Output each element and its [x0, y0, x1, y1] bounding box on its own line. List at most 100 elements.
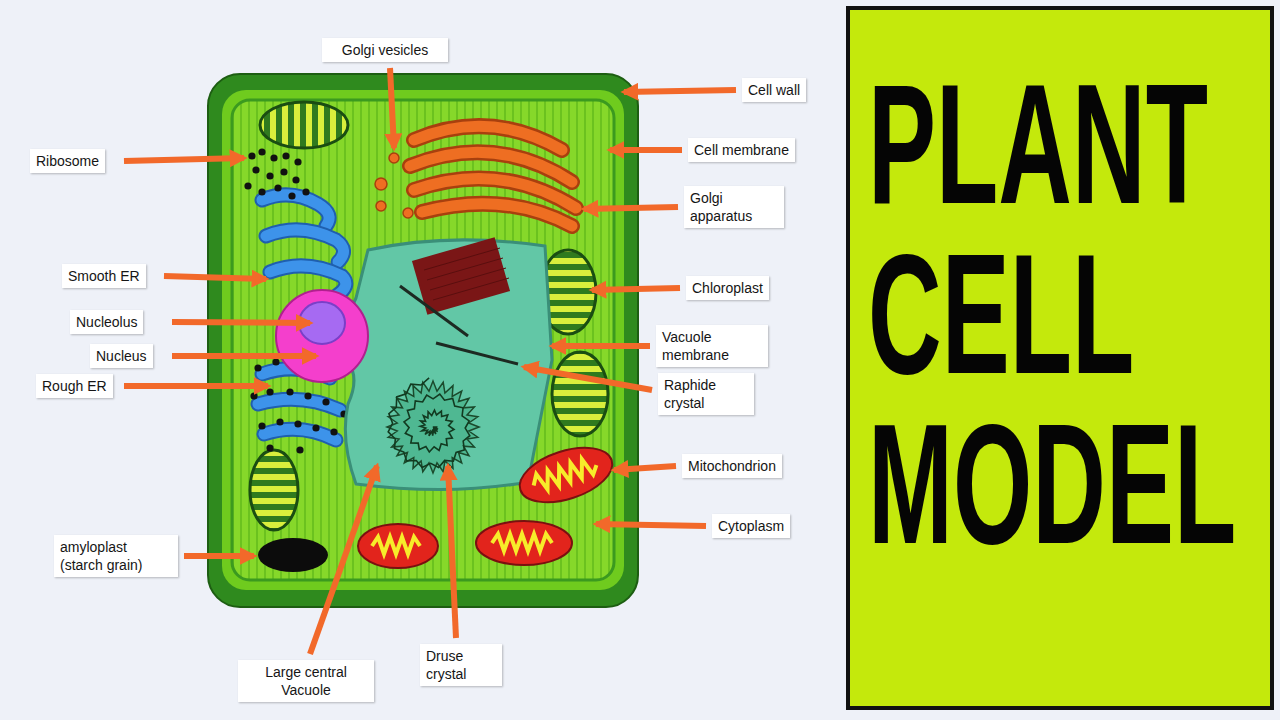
ribosome-dot	[258, 148, 265, 155]
leader-arrow	[172, 353, 316, 359]
ribosome-dot	[270, 154, 277, 161]
part-label: Chloroplast	[686, 276, 769, 300]
chloroplast	[552, 352, 608, 436]
raphide-crystal	[433, 278, 509, 300]
part-label: Large central Vacuole	[238, 660, 374, 702]
ribosome-dot	[288, 192, 295, 199]
ribosome-dot	[286, 388, 293, 395]
nucleus	[276, 290, 368, 382]
part-label: Druse crystal	[420, 644, 502, 686]
part-label: Mitochondrion	[682, 454, 782, 478]
part-label: Vacuole membrane	[656, 325, 768, 367]
ribosome-dot	[282, 152, 289, 159]
leader-arrow	[524, 367, 652, 390]
ribosome-dot	[258, 422, 265, 429]
ribosome-dot	[272, 358, 279, 365]
leader-arrow	[310, 466, 377, 654]
mitochondrion	[358, 524, 438, 568]
leader-arrow	[552, 343, 650, 349]
raphide-crystal	[400, 286, 468, 336]
raphide-crystal	[427, 258, 503, 280]
mitochondrion	[492, 534, 552, 551]
leader-arrow	[164, 276, 266, 279]
leader-arrow	[172, 322, 310, 323]
cell-wall	[208, 74, 638, 607]
ribosome-dot	[296, 446, 303, 453]
rough-er	[264, 429, 336, 440]
mitochondrion	[358, 437, 619, 568]
leader-arrow	[448, 466, 456, 638]
druse-crystal	[387, 378, 479, 473]
part-label: amyloplast (starch grain)	[54, 535, 178, 577]
smooth-er	[266, 230, 344, 262]
leader-arrow	[584, 207, 678, 209]
leader-arrow	[184, 553, 254, 559]
ribosome-dot	[248, 152, 255, 159]
leader-arrow	[124, 68, 736, 654]
mitochondrion	[372, 537, 420, 554]
ribosome-dot	[280, 168, 287, 175]
mitochondrion	[476, 521, 572, 565]
ribosome-dot	[266, 444, 273, 451]
ribosome-dot	[294, 158, 301, 165]
ribosome-dot	[276, 418, 283, 425]
ribosome-dot	[258, 188, 265, 195]
ribosome-dot	[292, 176, 299, 183]
golgi-vesicles	[403, 208, 413, 218]
ribosome-dot	[304, 392, 311, 399]
ribosome-dot	[266, 172, 273, 179]
smooth-er	[266, 230, 344, 262]
ribosome-dot	[302, 188, 309, 195]
golgi-apparatus	[422, 204, 572, 226]
amyloplast	[258, 538, 328, 572]
leader-arrow	[592, 288, 680, 290]
raphide-crystal	[412, 237, 510, 315]
chloroplast	[260, 102, 348, 148]
leader-arrow	[124, 158, 244, 161]
cytoplasm	[232, 100, 614, 580]
cytoplasm	[232, 100, 614, 580]
golgi-vesicles	[375, 153, 413, 218]
ribosome-dot	[244, 182, 251, 189]
amyloplast	[258, 538, 328, 572]
ribosome-dot	[250, 392, 257, 399]
part-label: Golgi apparatus	[684, 186, 784, 228]
ribosome-dot	[254, 364, 261, 371]
part-label: Ribosome	[30, 149, 105, 173]
leader-arrow	[124, 383, 268, 389]
golgi-vesicles	[389, 153, 399, 163]
druse-spiral	[388, 378, 470, 468]
mitochondrion	[358, 524, 438, 568]
part-label: Raphide crystal	[658, 373, 754, 415]
mitochondrion	[513, 437, 619, 512]
part-label: Cell wall	[742, 78, 806, 102]
raphide-crystal	[436, 343, 518, 364]
golgi-apparatus	[422, 204, 572, 226]
ribosome-dot	[312, 424, 319, 431]
part-label: Cytoplasm	[712, 514, 790, 538]
ribosome-dot	[252, 166, 259, 173]
golgi-vesicles	[375, 178, 387, 190]
mitochondrion	[531, 456, 599, 494]
part-label: Golgi vesicles	[322, 38, 448, 62]
ribosome-dot	[266, 388, 273, 395]
golgi-vesicles	[376, 201, 386, 211]
leader-arrow	[614, 466, 676, 470]
ribosome-dot	[322, 398, 329, 405]
raphide-crystal	[400, 237, 518, 364]
leader-arrow	[596, 524, 706, 526]
leader-arrow	[624, 90, 736, 92]
ribosome-dot	[274, 184, 281, 191]
mitochondrion	[476, 521, 572, 565]
rough-er	[258, 399, 340, 410]
raphide-crystal	[430, 268, 506, 290]
part-label: Cell membrane	[688, 138, 795, 162]
rough-er	[258, 399, 340, 410]
ribosome-dot	[294, 420, 301, 427]
title-panel: PLANT CELL MODEL	[846, 6, 1274, 710]
part-label: Nucleus	[90, 344, 153, 368]
leader-arrow	[610, 147, 682, 153]
chloroplast	[250, 450, 298, 530]
raphide-crystal	[424, 248, 509, 300]
leader-arrow	[390, 68, 394, 148]
